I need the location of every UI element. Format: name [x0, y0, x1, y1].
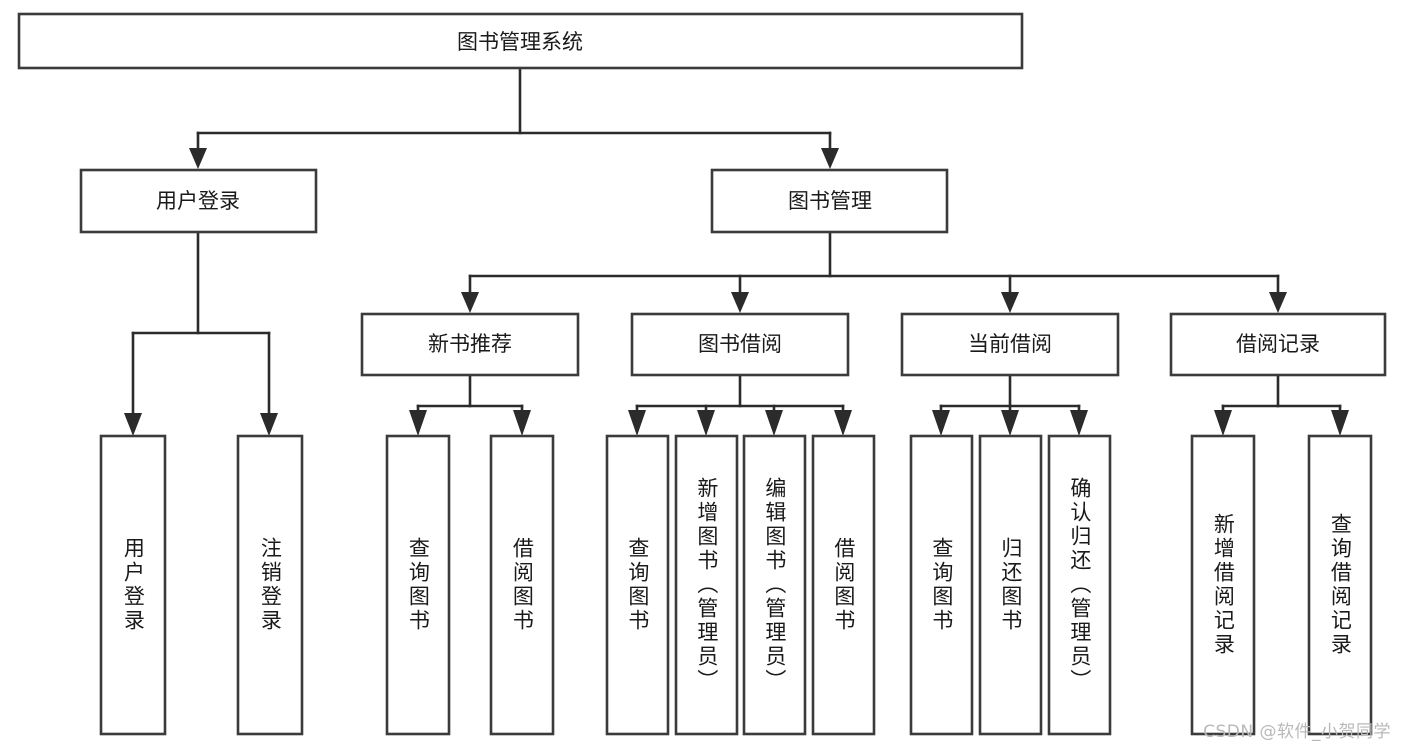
- node-book-manage[interactable]: 图书管理: [710, 168, 949, 234]
- node-root-label: 图书管理系统: [457, 30, 583, 54]
- node-leaf-query-book-3-box[interactable]: [909, 434, 974, 736]
- node-leaf-add-record-box[interactable]: [1190, 434, 1256, 736]
- arrow-head-leaf-edit-book: [765, 410, 783, 436]
- node-leaf-logout-box[interactable]: [236, 434, 304, 736]
- node-new-book-rec-label: 新书推荐: [428, 332, 512, 356]
- node-current-borrow[interactable]: 当前借阅: [900, 312, 1120, 377]
- node-borrow-record-box[interactable]: [1169, 312, 1387, 377]
- arrow-head-leaf-user-login: [124, 413, 142, 436]
- arrow-head-current-borrow: [1001, 292, 1019, 313]
- arrow-head-leaf-borrow-book-1: [513, 410, 531, 436]
- arrow-head-leaf-return-book: [1001, 410, 1019, 436]
- node-user-login[interactable]: 用户登录: [79, 168, 318, 234]
- arrow-head-user-login: [189, 148, 207, 169]
- node-current-borrow-box[interactable]: [900, 312, 1120, 377]
- node-new-book-rec-box[interactable]: [360, 312, 580, 377]
- node-book-borrow-box[interactable]: [630, 312, 850, 377]
- node-book-manage-label: 图书管理: [788, 189, 872, 213]
- arrow-head-leaf-query-book-2: [628, 410, 646, 436]
- node-new-book-rec[interactable]: 新书推荐: [360, 312, 580, 377]
- arrow-head-book-manage: [821, 148, 839, 169]
- node-leaf-add-book-box[interactable]: [674, 434, 739, 736]
- node-leaf-borrow-book-2-box[interactable]: [811, 434, 876, 736]
- node-root-box[interactable]: [17, 12, 1024, 70]
- node-borrow-record[interactable]: 借阅记录: [1169, 312, 1387, 377]
- node-book-borrow-label: 图书借阅: [698, 332, 782, 356]
- arrow-head-book-borrow: [731, 292, 749, 313]
- node-user-login-label: 用户登录: [156, 189, 240, 213]
- arrow-head-leaf-borrow-book-2: [834, 410, 852, 436]
- node-current-borrow-label: 当前借阅: [968, 332, 1052, 356]
- arrow-head-leaf-query-record: [1331, 410, 1349, 436]
- csdn-watermark: CSDN @软件_小贺同学: [1203, 722, 1391, 742]
- leaf-boxes-layer: [99, 434, 1373, 736]
- arrow-head-leaf-add-book: [697, 410, 715, 436]
- arrow-head-leaf-logout: [260, 413, 278, 436]
- node-user-login-box[interactable]: [79, 168, 318, 234]
- node-borrow-record-label: 借阅记录: [1236, 332, 1320, 356]
- arrow-head-leaf-query-book-1: [409, 410, 427, 436]
- node-leaf-query-record-box[interactable]: [1307, 434, 1373, 736]
- node-leaf-query-book-2-box[interactable]: [605, 434, 670, 736]
- node-leaf-edit-book-box[interactable]: [742, 434, 807, 736]
- node-root[interactable]: 图书管理系统: [17, 12, 1024, 70]
- arrow-head-leaf-query-book-3: [932, 410, 950, 436]
- node-leaf-return-book-box[interactable]: [978, 434, 1043, 736]
- node-leaf-user-login-box[interactable]: [99, 434, 167, 736]
- node-leaf-borrow-book-1-box[interactable]: [489, 434, 555, 736]
- node-leaf-confirm-return-box[interactable]: [1047, 434, 1112, 736]
- arrow-head-leaf-add-record: [1214, 410, 1232, 436]
- connector-layer: [124, 66, 1349, 436]
- node-book-borrow[interactable]: 图书借阅: [630, 312, 850, 377]
- arrow-head-new-book-rec: [461, 292, 479, 313]
- node-leaf-query-book-1-box[interactable]: [385, 434, 451, 736]
- arrow-head-borrow-record: [1269, 292, 1287, 313]
- node-book-manage-box[interactable]: [710, 168, 949, 234]
- arrow-head-leaf-confirm-return: [1070, 410, 1088, 436]
